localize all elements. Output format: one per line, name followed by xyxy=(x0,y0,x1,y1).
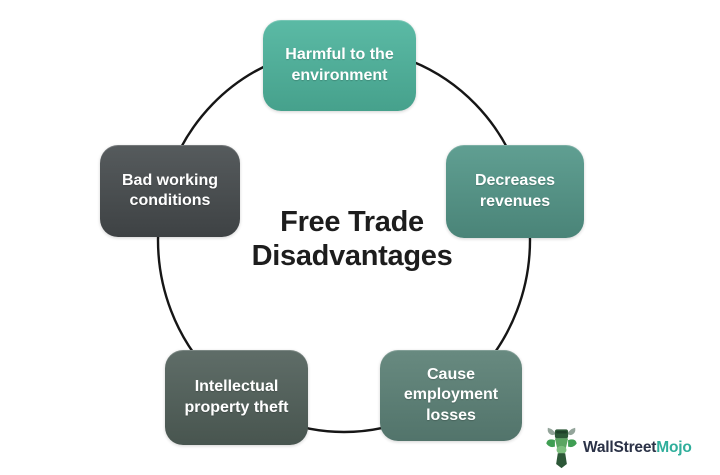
node-cause-employment-losses: Cause employment losses xyxy=(380,350,522,441)
node-label-line: Decreases xyxy=(474,172,556,190)
diagram-title: Free Trade Disadvantages xyxy=(222,206,482,274)
diagram-title-line: Disadvantages xyxy=(251,239,453,272)
node-label-line: property theft xyxy=(184,398,289,416)
diagram-title-line: Free Trade xyxy=(280,206,424,238)
wallstreetmojo-bull-icon xyxy=(546,427,577,469)
node-label-line: environment xyxy=(291,66,388,84)
node-label-line: Harmful to the xyxy=(285,46,394,64)
node-bad-working-conditions: Bad working conditions xyxy=(100,145,240,237)
node-harmful-environment: Harmful to the environment xyxy=(263,20,416,111)
node-label-line: employment xyxy=(403,386,499,404)
wordmark-mojo: Mojo xyxy=(656,438,692,456)
node-label-line: Intellectual xyxy=(194,378,279,396)
node-label-line: losses xyxy=(426,406,476,424)
node-label-line: revenues xyxy=(479,192,551,210)
node-intellectual-property-theft: Intellectual property theft xyxy=(165,350,308,445)
node-label-line: Cause xyxy=(426,365,476,383)
node-decreases-revenues: Decreases revenues xyxy=(446,145,584,238)
wallstreetmojo-wordmark: WallStreetMojo xyxy=(583,439,692,457)
wallstreetmojo-logo: WallStreetMojo xyxy=(545,424,692,471)
wordmark-wallstreet: WallStreet xyxy=(583,438,657,456)
node-label-line: conditions xyxy=(129,192,211,209)
node-label-line: Bad working xyxy=(121,171,218,189)
